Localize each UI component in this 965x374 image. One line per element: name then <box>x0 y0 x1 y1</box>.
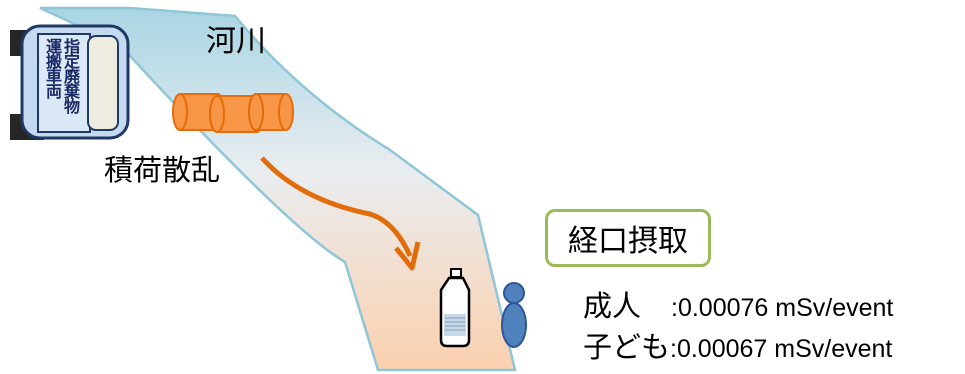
truck-label-line2: 運搬車両 <box>43 38 62 98</box>
bags-icon <box>172 93 294 133</box>
truck-label-line1: 指定廃棄物 <box>61 38 80 113</box>
ingestion-title-box: 経口摂取 <box>545 209 711 267</box>
dose-adult-label: 成人 <box>583 289 642 323</box>
flow-arrow-icon <box>260 156 421 271</box>
ingestion-title: 経口摂取 <box>568 224 688 259</box>
dose-adult-value: :0.00076 mSv/event <box>671 294 894 322</box>
river-shape <box>39 6 517 372</box>
dose-child-label: 子ども <box>583 330 671 364</box>
bottle-icon <box>439 268 471 348</box>
dose-child-value: :0.00067 mSv/event <box>670 335 893 363</box>
person-icon <box>501 282 527 348</box>
river-label: 河川 <box>206 24 266 59</box>
scatter-label: 積荷散乱 <box>104 153 221 187</box>
truck-icon <box>10 24 130 140</box>
truck-label: 指定廃棄物 運搬車両 <box>38 38 84 134</box>
dose-adult-row: 成人 :0.00076 mSv/event <box>583 283 893 325</box>
dose-child-row: 子ども:0.00067 mSv/event <box>583 324 892 366</box>
